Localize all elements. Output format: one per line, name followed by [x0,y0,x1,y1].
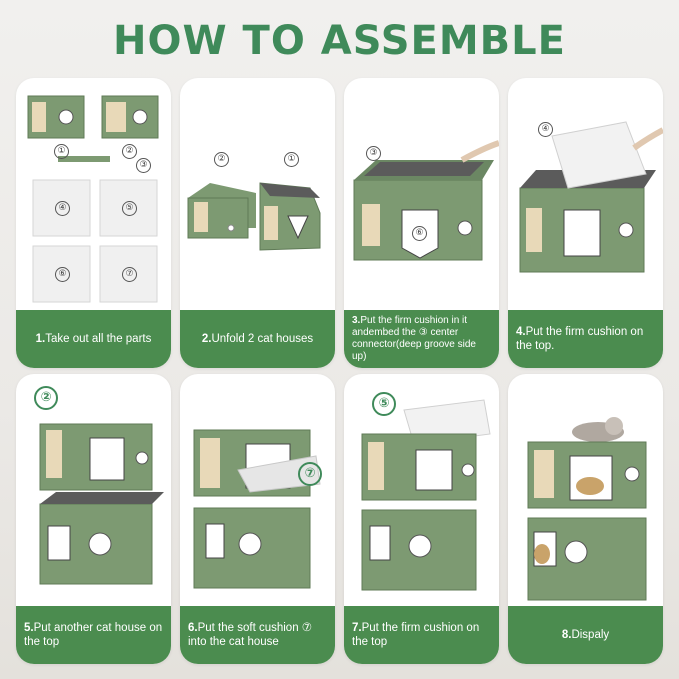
step-1-caption: 1.Take out all the parts [35,333,152,345]
step-card-8: 8.Dispaly [508,374,663,664]
connector-label: ③ [366,146,381,161]
step-card-1: ① ② ③ ④ ⑤ ⑥ ⑦ 1.Take out all the parts [16,78,171,368]
part-6-label: ⑥ [55,267,70,282]
step-4-caption-bar: 4.Put the firm cushion on the top. [508,310,663,368]
step-1-illustration: ① ② ③ ④ ⑤ ⑥ ⑦ [16,78,171,310]
cushion-4-label: ④ [538,122,553,137]
step-card-3: ③ ⑥ 3.Put the firm cushion in it andembe… [344,78,499,368]
step-card-2: ② ① 2.Unfold 2 cat houses [180,78,335,368]
step-card-4: ④ 4.Put the firm cushion on the top. [508,78,663,368]
part-4-label: ④ [55,201,70,216]
step-7-caption: 7.Put the firm cushion on the top [352,622,480,648]
step-7-illustration: ⑤ [344,374,499,606]
step-8-illustration [508,374,663,606]
house-2-label: ② [214,152,229,167]
step-3-illustration: ③ ⑥ [344,78,499,310]
page-title: HOW TO ASSEMBLE [113,18,566,64]
part-2-label: ② [122,144,137,159]
house-2-marker: ② [34,386,58,410]
cushion-6-label: ⑥ [412,226,427,241]
step-5-illustration: ② [16,374,171,606]
step-card-5: ② 5.Put another cat house on the top [16,374,171,664]
step-2-caption: 2.Unfold 2 cat houses [201,333,314,345]
step-6-caption-bar: 6.Put the soft cushion ⑦ into the cat ho… [180,606,335,664]
step-8-caption: 8.Dispaly [561,629,610,641]
step-3-caption: 3.Put the firm cushion in it andembed th… [352,315,476,362]
step-2-illustration: ② ① [180,78,335,310]
part-5-label: ⑤ [122,201,137,216]
step-8-caption-bar: 8.Dispaly [508,606,663,664]
step-2-caption-bar: 2.Unfold 2 cat houses [180,310,335,368]
step-card-7: ⑤ 7.Put the firm cushion on the top [344,374,499,664]
part-1-label: ① [54,144,69,159]
cushion-7-marker: ⑦ [298,462,322,486]
step-1-caption-bar: 1.Take out all the parts [16,310,171,368]
step-4-illustration: ④ [508,78,663,310]
part-7-label: ⑦ [122,267,137,282]
part-3-label: ③ [136,158,151,173]
step-6-caption: 6.Put the soft cushion ⑦ into the cat ho… [188,622,313,648]
step-4-caption: 4.Put the firm cushion on the top. [516,326,644,352]
step-7-caption-bar: 7.Put the firm cushion on the top [344,606,499,664]
step-card-6: ⑦ 6.Put the soft cushion ⑦ into the cat … [180,374,335,664]
step-5-caption-bar: 5.Put another cat house on the top [16,606,171,664]
cushion-5-marker: ⑤ [372,392,396,416]
house-1-label: ① [284,152,299,167]
step-6-illustration: ⑦ [180,374,335,606]
step-3-caption-bar: 3.Put the firm cushion in it andembed th… [344,310,499,368]
step-5-caption: 5.Put another cat house on the top [24,622,163,648]
